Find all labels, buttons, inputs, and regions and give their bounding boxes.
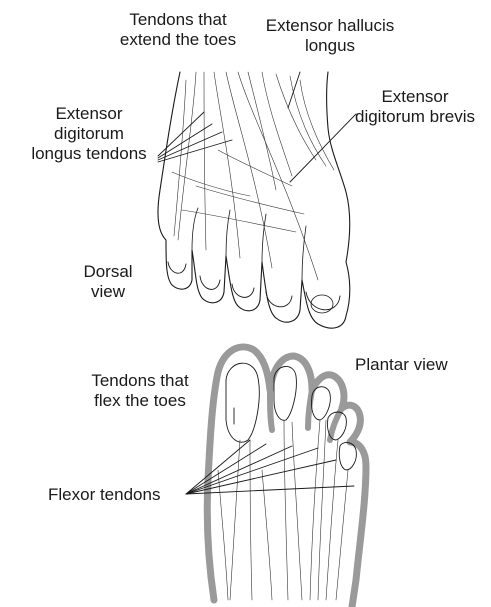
plantar-tendons (218, 420, 348, 600)
label-extensor-hallucis-longus: Extensor hallucis longus (250, 16, 410, 56)
plantar-toe-3-outline (308, 390, 312, 428)
dorsal-toe-1 (168, 262, 186, 273)
plantar-toe-4-outline (330, 408, 342, 440)
plantar-toe-pad-2 (274, 366, 296, 420)
label-plantar-view: Plantar view (355, 355, 485, 375)
plantar-toe-pad-1 (226, 363, 259, 442)
label-extensor-digitorum-longus: Extensor digitorum longus tendons (18, 104, 160, 164)
dorsal-toe-4 (266, 292, 292, 307)
plantar-toe-pad-5 (339, 443, 356, 470)
dorsal-tendons (172, 72, 334, 280)
label-extensor-digitorum-brevis: Extensor digitorum brevis (340, 87, 490, 127)
dorsal-toe-3 (232, 284, 254, 297)
plantar-foot-outline (207, 347, 366, 607)
plantar-foot-drawing (186, 347, 366, 607)
label-flexor-tendons: Flexor tendons (48, 485, 188, 505)
dorsal-toe-2 (200, 276, 220, 289)
label-dorsal-view: Dorsal view (68, 262, 148, 302)
plantar-toe-2-outline (270, 390, 272, 430)
dorsal-foot-drawing (158, 72, 356, 328)
label-tendons-flex-toes: Tendons that flex the toes (68, 371, 212, 411)
label-tendons-extend-toes: Tendons that extend the toes (95, 10, 261, 50)
dorsal-nail-5 (311, 295, 333, 313)
